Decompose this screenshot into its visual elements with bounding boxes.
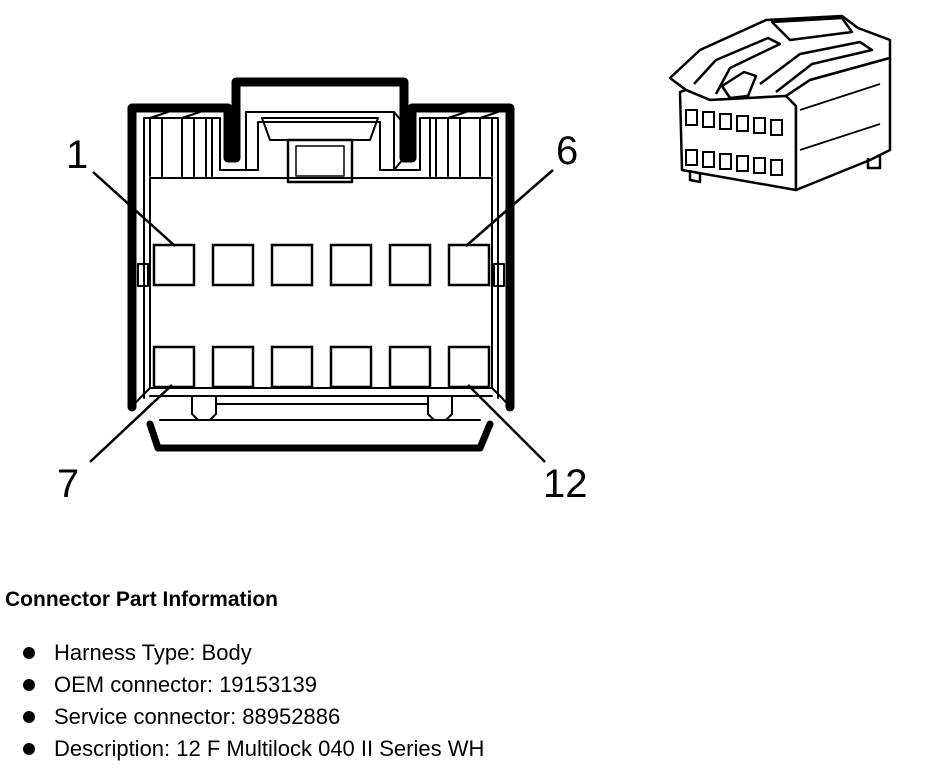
bottom-rail bbox=[131, 387, 511, 408]
iso-top-rail-1 bbox=[693, 36, 782, 95]
info-item-description: Description: 12 F Multilock 040 II Serie… bbox=[5, 733, 905, 765]
iso-cavity bbox=[736, 155, 749, 172]
connector-front-view bbox=[127, 77, 515, 452]
right-guide-3 bbox=[479, 111, 499, 177]
iso-side-detail bbox=[799, 83, 881, 151]
info-item-label: Description: 12 F Multilock 040 II Serie… bbox=[54, 736, 485, 761]
pin-label-1: 1 bbox=[66, 133, 88, 177]
connector-diagram: 1 6 7 12 bbox=[57, 14, 892, 506]
cavity-pin-1 bbox=[152, 243, 196, 287]
info-item-service-connector: Service connector: 88952886 bbox=[5, 701, 905, 733]
cavity-pin-7 bbox=[152, 345, 196, 389]
terminal-cavities bbox=[152, 243, 491, 389]
pin-label-6: 6 bbox=[556, 129, 578, 173]
housing-inner-right bbox=[393, 111, 499, 399]
bottom-lip bbox=[146, 420, 494, 452]
latch-outer bbox=[245, 111, 405, 171]
cavity-pin-10 bbox=[329, 345, 373, 389]
right-side-tab bbox=[493, 263, 505, 287]
cavity-pin-12 bbox=[447, 345, 491, 389]
housing-outline bbox=[127, 77, 515, 412]
iso-cavity bbox=[702, 151, 715, 168]
left-guide-3 bbox=[205, 117, 213, 177]
info-item-label: Service connector: 88952886 bbox=[54, 704, 341, 729]
leader-pin-7 bbox=[89, 384, 173, 463]
iso-top-latch bbox=[720, 70, 758, 100]
iso-cavity bbox=[685, 109, 698, 126]
info-list: Harness Type: Body OEM connector: 191531… bbox=[5, 637, 905, 765]
iso-cavity bbox=[770, 159, 783, 176]
info-title: Connector Part Information bbox=[5, 588, 279, 611]
info-item-label: OEM connector: 19153139 bbox=[54, 672, 317, 697]
iso-cavity bbox=[685, 149, 698, 166]
pin-label-7: 7 bbox=[57, 462, 79, 506]
latch-ramp bbox=[261, 117, 379, 141]
left-guide-1 bbox=[149, 111, 169, 177]
leader-pin-12 bbox=[467, 384, 546, 463]
bullet-icon bbox=[23, 743, 35, 755]
cavity-pin-6 bbox=[447, 243, 491, 287]
pin-label-12: 12 bbox=[543, 462, 588, 506]
bullet-icon bbox=[23, 711, 35, 723]
iso-cavity bbox=[753, 117, 766, 134]
iso-top-rail-2 bbox=[759, 40, 874, 93]
left-side-tab bbox=[137, 263, 149, 287]
bullet-icon bbox=[23, 679, 35, 691]
bottom-keys bbox=[191, 395, 453, 421]
bullet-icon bbox=[23, 647, 35, 659]
iso-cavity bbox=[719, 113, 732, 130]
info-item-label: Harness Type: Body bbox=[54, 640, 252, 665]
cavity-pin-5 bbox=[388, 243, 432, 287]
iso-terminal-cavities bbox=[685, 109, 783, 176]
iso-cavity bbox=[719, 153, 732, 170]
cavity-pin-4 bbox=[329, 243, 373, 287]
iso-cavity bbox=[770, 119, 783, 136]
left-guide-2 bbox=[181, 111, 201, 177]
right-guide-2 bbox=[447, 111, 467, 177]
iso-cavity bbox=[702, 111, 715, 128]
connector-part-information: Connector Part Information Harness Type:… bbox=[5, 587, 905, 765]
info-item-harness-type: Harness Type: Body bbox=[5, 637, 905, 669]
cavity-pin-2 bbox=[211, 243, 255, 287]
cavity-pin-3 bbox=[270, 243, 314, 287]
face-inner bbox=[149, 177, 493, 389]
iso-foot bbox=[688, 156, 882, 184]
latch-button bbox=[286, 138, 354, 184]
latch-button-inner bbox=[295, 145, 345, 177]
leader-pin-1 bbox=[92, 171, 176, 247]
iso-cavity bbox=[753, 157, 766, 174]
info-item-oem-connector: OEM connector: 19153139 bbox=[5, 669, 905, 701]
cavity-pin-8 bbox=[211, 345, 255, 389]
leader-pin-6 bbox=[465, 169, 554, 247]
pin-leader-lines bbox=[89, 169, 554, 463]
right-guide-1 bbox=[429, 117, 437, 177]
cavity-pin-11 bbox=[388, 345, 432, 389]
iso-side bbox=[784, 56, 892, 192]
iso-top-ridge bbox=[770, 16, 854, 42]
iso-cavity bbox=[736, 115, 749, 132]
cavity-pin-9 bbox=[270, 345, 314, 389]
